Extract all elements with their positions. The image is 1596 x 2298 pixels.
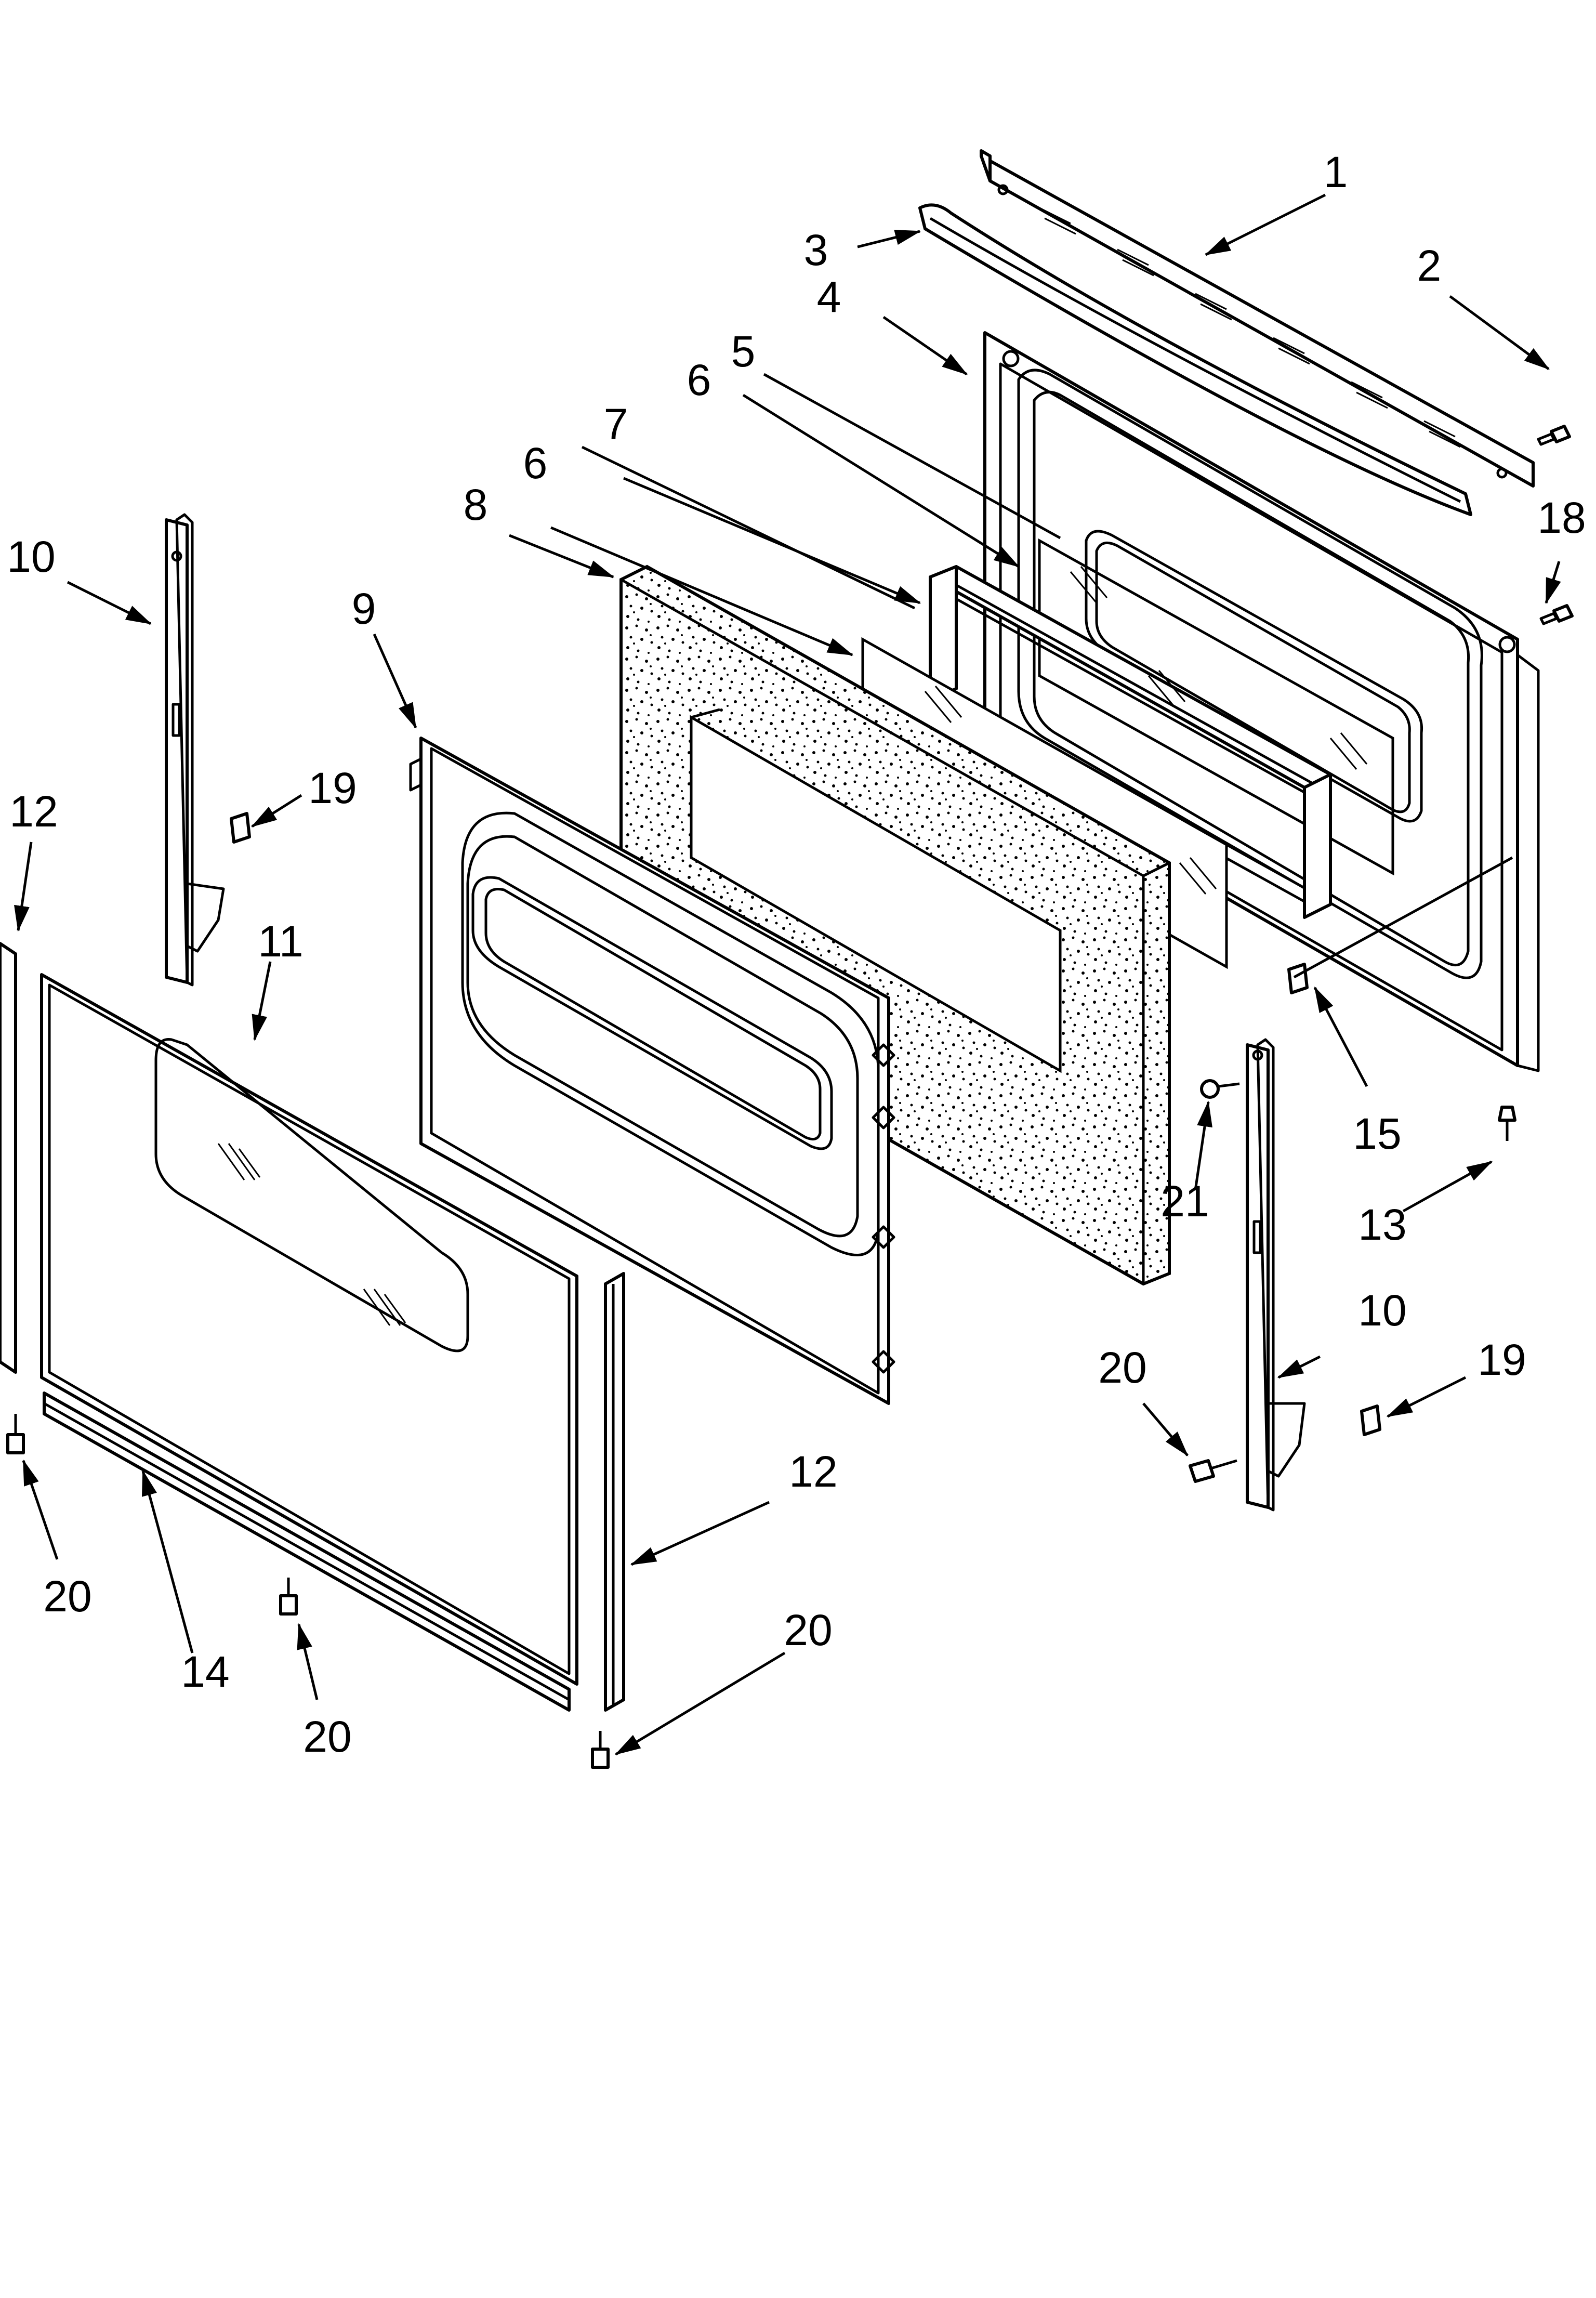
callout-5: 5 [731,327,756,376]
callout-19b: 19 [1478,1335,1526,1384]
callout-20d: 20 [1098,1343,1146,1392]
callout-8: 8 [464,480,488,529]
screw-part-20-right-bottom [591,1731,610,1769]
outer-door-glass-part-11 [40,973,578,1686]
hinge-left-part-10 [165,513,225,987]
leader-lines [14,193,1561,1756]
screw-part-21 [1200,1079,1240,1099]
callout-13: 13 [1358,1200,1406,1249]
callout-11: 11 [258,917,303,966]
callout-20a: 20 [43,1572,91,1621]
callout-19a: 19 [308,764,357,812]
callout-14: 14 [181,1647,229,1696]
callout-4: 4 [817,272,841,321]
callout-20b: 20 [303,1712,351,1761]
bottom-trim-part-14 [43,1391,571,1712]
side-trim-right-part-12 [604,1272,625,1712]
clip-part-19-right [1360,1404,1381,1436]
callout-21: 21 [1160,1177,1209,1226]
screw-part-2 [1537,425,1571,446]
hinge-right-part-10 [1246,1038,1306,1512]
screw-part-18 [1539,604,1574,625]
callout-2: 2 [1417,241,1442,290]
callout-12a: 12 [9,787,58,836]
insulation-part-8 [619,564,1171,1286]
vent-trim-part-1 [980,149,1535,488]
clip-part-19-left [230,812,251,844]
callout-9: 9 [352,584,376,633]
screw-part-20-bottom [279,1578,298,1616]
callout-10a: 10 [7,532,55,581]
callout-15: 15 [1353,1109,1401,1158]
inner-door-liner-part-9 [409,737,895,1405]
callout-18: 18 [1537,493,1586,542]
callout-3: 3 [804,226,828,274]
screw-part-13 [1498,1106,1516,1141]
callout-6b: 6 [523,439,548,488]
callout-6a: 6 [687,356,711,404]
screw-part-20-right-hinge [1189,1459,1237,1483]
callout-20c: 20 [784,1606,832,1654]
clip-part-15 [1287,963,1309,994]
callout-1: 1 [1324,148,1348,196]
callout-7: 7 [604,400,628,449]
callout-10b: 10 [1358,1286,1406,1335]
side-trim-left-part-12 [0,942,17,1374]
callout-labels: 1 2 3 4 5 6 6 7 8 9 10 10 11 12 12 13 14… [7,148,1586,1761]
handle-trim-part-3 [918,203,1472,516]
callout-12b: 12 [789,1447,837,1496]
screw-part-20-left [6,1414,25,1454]
glass-pack-part-7 [929,565,1332,919]
